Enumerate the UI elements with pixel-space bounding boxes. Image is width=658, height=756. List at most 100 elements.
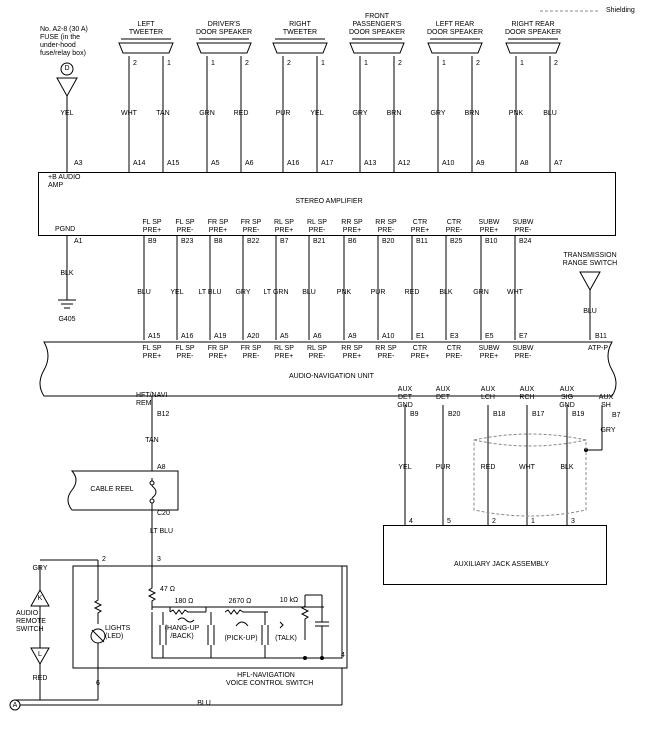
nav-input-label: SUBW PRE-: [512, 345, 534, 360]
amp-power-label: +B AUDIO AMP: [48, 174, 81, 189]
switch-contact: [261, 625, 269, 645]
amp-output-pin: B11: [416, 238, 428, 245]
reel-pin-top: A8: [157, 464, 166, 471]
antenna-icon: [56, 77, 78, 98]
aux-wire-color: BLK: [560, 464, 574, 471]
amp-output-label: FL SP PRE+: [142, 219, 162, 234]
nav-unit-title: AUDIO-NAVIGATION UNIT: [289, 373, 374, 380]
amp-output-pin: B24: [519, 238, 532, 245]
amp-output-pin: B10: [485, 238, 498, 245]
amp-output-pin: B7: [280, 238, 289, 245]
pre-out-wire-color: BLK: [439, 289, 453, 296]
lights-label: LIGHTS (LED): [105, 625, 131, 640]
speaker-wire-color: BLU: [543, 110, 557, 117]
nav-unit-outline: [39, 341, 617, 397]
aux-label: AUX RCH: [519, 386, 535, 401]
aux-pin: B9: [410, 411, 419, 418]
connector-k-label: K: [37, 595, 43, 602]
reel-spring: [151, 485, 157, 499]
nav-input-label: FR SP PRE-: [240, 345, 262, 360]
aux-wire-color: YEL: [398, 464, 412, 471]
speaker-pin: 1: [442, 60, 446, 67]
switch-pin-4: 4: [341, 652, 345, 659]
aux-sh-label: AUX SH: [598, 394, 614, 409]
aux-label: AUX LCH: [480, 386, 496, 401]
speaker-pin: 2: [476, 60, 480, 67]
amp-output-label: FR SP PRE+: [207, 219, 229, 234]
amp-output-pin: B21: [313, 238, 326, 245]
aux-pin: B17: [532, 411, 545, 418]
nav-input-label: FR SP PRE+: [207, 345, 229, 360]
speaker-pin: 1: [364, 60, 368, 67]
speaker-wire-color: PNK: [508, 110, 524, 117]
capacitor-icon: [315, 595, 329, 658]
speaker-pinid: A10: [442, 160, 455, 167]
switch-title: HFL-NAVIGATION VOICE CONTROL SWITCH: [226, 672, 314, 687]
speaker-pinid: A7: [554, 160, 563, 167]
speaker-icon: [118, 38, 174, 54]
speaker-pin: 2: [133, 60, 137, 67]
speaker-pin: 1: [211, 60, 215, 67]
led-cross: [91, 629, 105, 643]
speaker-name: RIGHT REAR DOOR SPEAKER: [504, 21, 561, 36]
amp-output-label: CTR PRE-: [445, 219, 463, 234]
nav-input-pin: E1: [416, 333, 425, 340]
speaker-icon: [349, 38, 405, 54]
shielding-legend-label: Shielding: [606, 7, 635, 14]
nav-input-pin: A15: [148, 333, 161, 340]
nav-input-pin: A10: [382, 333, 395, 340]
pre-out-wire-color: BLU: [137, 289, 151, 296]
nav-input-label: FL SP PRE-: [175, 345, 195, 360]
reel-contact: [149, 480, 155, 486]
pre-out-wire-color: LT GRN: [263, 289, 289, 296]
amp-output-label: RR SP PRE+: [341, 219, 363, 234]
speaker-wire-color: GRN: [199, 110, 215, 117]
jack-pin: 1: [531, 518, 535, 525]
speaker-wire-color: BRN: [386, 110, 402, 117]
nav-input-pin: A5: [280, 333, 289, 340]
speaker-wire-color: GRY: [430, 110, 446, 117]
aux-label: AUX DET GND: [397, 386, 413, 409]
r2670-icon: [205, 607, 268, 615]
resistor-180-label: 180 Ω: [174, 598, 194, 605]
nav-input-pin: A6: [313, 333, 322, 340]
amp-output-pin: B23: [181, 238, 194, 245]
amp-output-label: FR SP PRE-: [240, 219, 262, 234]
speaker-pin: 1: [520, 60, 524, 67]
nav-input-label: RL SP PRE+: [274, 345, 294, 360]
speaker-pinid: A13: [364, 160, 377, 167]
amp-output-label: FL SP PRE-: [175, 219, 195, 234]
speaker-pinid: A9: [476, 160, 485, 167]
amp-output-label: RL SP PRE-: [307, 219, 327, 234]
auxiliary-jack-box: [383, 525, 607, 585]
transmission-pin: B11: [595, 333, 607, 340]
amp-output-pin: B6: [348, 238, 357, 245]
amp-output-pin: B22: [247, 238, 260, 245]
connector-l-icon: [30, 647, 50, 666]
shield-outline: [473, 433, 587, 517]
amp-output-pin: B20: [382, 238, 395, 245]
bottom-wire-color: BLU: [197, 700, 211, 707]
hft-wire-color: TAN: [145, 437, 159, 444]
r47-icon: [147, 566, 157, 610]
ground-bus: [151, 566, 343, 659]
junction-dot: [303, 656, 307, 660]
junction-dot: [320, 656, 324, 660]
jack-pin: 5: [447, 518, 451, 525]
speaker-wire-color: WHT: [121, 110, 137, 117]
speaker-wire-color: BRN: [464, 110, 480, 117]
nav-input-label: RR SP PRE-: [375, 345, 397, 360]
nav-input-pin: A16: [181, 333, 194, 340]
talk-icon: [279, 621, 284, 629]
ground-point: G405: [58, 316, 76, 323]
speaker-pin: 1: [167, 60, 171, 67]
r10k-icon: [300, 595, 310, 640]
reel-wire-color: LT BLU: [150, 528, 174, 535]
amp-output-pin: B8: [214, 238, 223, 245]
pre-out-wire-color: GRY: [235, 289, 251, 296]
speaker-icon: [196, 38, 252, 54]
nav-input-label: SUBW PRE+: [478, 345, 500, 360]
ground-wire-color: BLK: [60, 270, 74, 277]
amp-output-label: SUBW PRE-: [512, 219, 534, 234]
nav-input-pin: A19: [214, 333, 227, 340]
